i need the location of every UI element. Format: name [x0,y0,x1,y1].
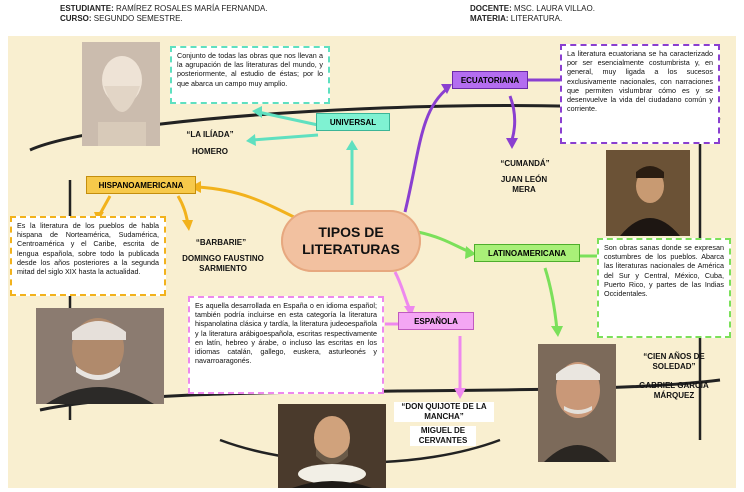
person-icon [36,308,164,404]
tag-universal: UNIVERSAL [316,113,390,131]
portrait-juan-leon-mera [606,150,690,236]
portrait-cervantes [278,404,386,488]
universal-work: “LA ILÍADA” [186,130,234,139]
arrow-latino [465,246,476,259]
connector-espanola [393,271,412,311]
espanola-work: “DON QUIJOTE DE LA MANCHA” [394,402,494,422]
tag-espanola-label: ESPAÑOLA [414,317,458,326]
portrait-garcia-marquez [538,344,616,462]
student-line: ESTUDIANTE: RAMÍREZ ROSALES MARÍA FERNAN… [60,4,268,14]
subject-line: MATERIA: LITERATURA. [470,14,562,24]
central-topic: TIPOS DE LITERATURAS [281,210,421,272]
arrow-ecuatoriana [441,84,452,94]
bust-icon [82,42,160,146]
arrow-hispano-work [182,220,193,231]
student-label: ESTUDIANTE: [60,4,114,13]
arrow-universal-work [246,134,256,146]
connector-hispano-work [176,195,190,225]
teacher-line: DOCENTE: MSC. LAURA VILLAO. [470,4,595,14]
arrow-universal [346,140,358,150]
latino-description: Son obras sanas donde se expresan costum… [597,238,731,338]
connector-universal-desc [257,110,319,127]
ecuatoriana-work: “CUMANDÁ” [500,159,550,168]
universal-author: HOMERO [192,147,228,156]
central-topic-title: TIPOS DE LITERATURAS [302,224,400,257]
ecuatoriana-author: JUAN LEÓN MERA [500,175,548,194]
arrow-latino-work [551,326,563,337]
universal-description: Conjunto de todas las obras que nos llev… [170,46,330,104]
tag-hispanoamericana: HISPANOAMERICANA [86,176,196,194]
hispano-description: Es la literatura de los pueblos de habla… [10,216,166,296]
tag-universal-label: UNIVERSAL [329,118,377,127]
portrait-homero [82,42,160,146]
espanola-author: MIGUEL DE CERVANTES [410,426,476,446]
connector-hispano-desc [98,195,112,215]
connector-ecuatoriana [403,86,449,213]
course-line: CURSO: SEGUNDO SEMESTRE. [60,14,183,24]
person-icon [538,344,616,462]
tag-espanola: ESPAÑOLA [398,312,474,330]
connector-universal-work [251,133,319,142]
teacher-name: MSC. LAURA VILLAO. [514,4,595,13]
course-label: CURSO: [60,14,92,23]
arrow-ecuatoriana-work [506,138,518,149]
connector-latino-work [543,267,559,331]
connector-ecuatoriana-work [508,95,517,141]
connector-latino [417,230,471,254]
espanola-description: Es aquella desarrollada en España o en i… [188,296,384,394]
hispano-work: “BARBARIE” [195,238,247,247]
connector-hispano [197,185,301,222]
tag-ecuatoriana: ECUATORIANA [452,71,528,89]
arrow-universal-desc [252,106,262,118]
ecuatoriana-description: La literatura ecuatoriana se ha caracter… [560,44,720,144]
tag-hispano-label: HISPANOAMERICANA [98,181,184,190]
hispano-author: DOMINGO FAUSTINO SARMIENTO [182,254,264,273]
teacher-label: DOCENTE: [470,4,512,13]
student-name: RAMÍREZ ROSALES MARÍA FERNANDA. [116,4,268,13]
person-icon [606,150,690,236]
portrait-sarmiento [36,308,164,404]
tag-ecuatoriana-label: ECUATORIANA [460,76,520,85]
person-icon [278,404,386,488]
subject-value: LITERATURA. [510,14,563,23]
latino-author: GABRIEL GARCÍA MÁRQUEZ [639,381,709,400]
subject-label: MATERIA: [470,14,509,23]
latino-work: “CIEN AÑOS DE SOLEDAD” [643,352,705,371]
course-value: SEGUNDO SEMESTRE. [93,14,183,23]
arrow-espanola-work [454,388,466,399]
tag-latinoamericana: LATINOAMERICANA [474,244,580,262]
tag-latino-label: LATINOAMERICANA [487,249,567,258]
arrow-espanola [404,306,415,317]
